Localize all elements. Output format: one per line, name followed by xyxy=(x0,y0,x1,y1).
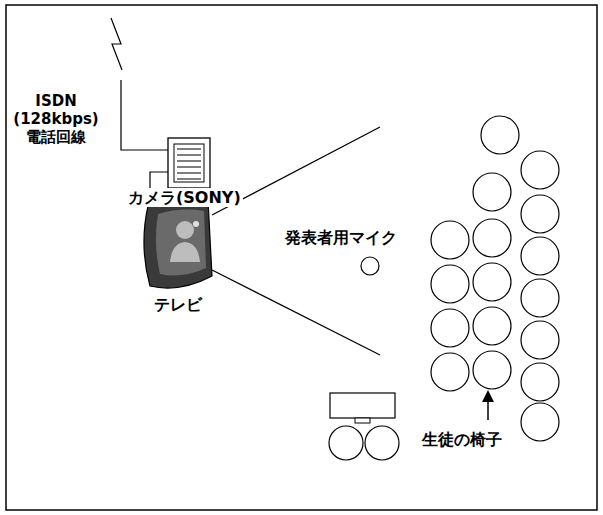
chair xyxy=(521,403,559,441)
microphone xyxy=(361,257,379,275)
chair xyxy=(431,309,469,347)
chair xyxy=(521,279,559,317)
isdn-wire xyxy=(121,80,168,150)
frame xyxy=(6,5,597,510)
chair xyxy=(473,173,511,211)
chair xyxy=(521,151,559,189)
view-line xyxy=(212,270,380,355)
chair xyxy=(473,351,511,389)
chair xyxy=(431,353,469,391)
chair xyxy=(521,321,559,359)
chair xyxy=(521,237,559,275)
lightning-symbol xyxy=(111,18,122,70)
chair xyxy=(473,263,511,301)
camera-device xyxy=(168,138,210,188)
student-chairs xyxy=(431,116,559,441)
chair xyxy=(521,363,559,401)
line-label: ISDN (128kbps) 電話回線 xyxy=(8,92,104,146)
television xyxy=(144,198,212,288)
chair xyxy=(431,221,469,259)
teacher-desk xyxy=(329,393,399,460)
chair xyxy=(481,116,519,154)
chair xyxy=(473,219,511,257)
pointer-arrow xyxy=(487,396,489,420)
chair xyxy=(473,307,511,345)
chair xyxy=(521,195,559,233)
tv-label: テレビ xyxy=(152,295,204,314)
chair-label: 生徒の椅子 xyxy=(420,430,504,449)
mic-label: 発表者用マイク xyxy=(283,228,399,247)
chair xyxy=(431,265,469,303)
camera-label: カメラ(SONY) xyxy=(126,188,243,207)
